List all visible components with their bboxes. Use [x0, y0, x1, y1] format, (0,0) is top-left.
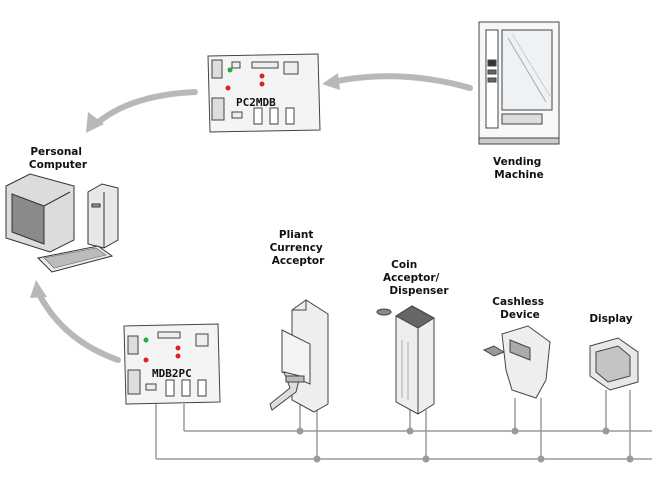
arrow-pc2mdb-to-computer: [93, 89, 198, 127]
personal-computer-icon: [5, 173, 119, 273]
mdb-bus: [155, 390, 652, 460]
bus-junctions: [296, 427, 634, 463]
coin-acceptor-icon: [376, 305, 435, 415]
pc2mdb-board-icon: [207, 53, 321, 133]
mdb2pc-board-icon: [123, 323, 221, 405]
cashless-device-icon: [482, 325, 551, 399]
pc2mdb-label: PC2MDB: [236, 96, 276, 109]
arrow-mdb2pc-to-computer: [35, 289, 121, 363]
vending-machine-label: Vending Machine: [493, 156, 545, 181]
coin-acceptor-label: Coin Acceptor/ Dispenser: [383, 259, 449, 297]
currency-acceptor-label: Pliant Currency Acceptor: [270, 229, 327, 267]
display-label: Display: [589, 313, 632, 325]
vending-machine-icon: [478, 21, 560, 145]
cashless-device-label: Cashless Device: [492, 296, 547, 321]
personal-computer-label: Personal Computer: [29, 146, 88, 171]
mdb2pc-label: MDB2PC: [152, 367, 192, 380]
currency-acceptor-icon: [269, 299, 329, 413]
arrow-vending-to-pc2mdb: [329, 73, 473, 91]
display-icon: [589, 337, 639, 391]
